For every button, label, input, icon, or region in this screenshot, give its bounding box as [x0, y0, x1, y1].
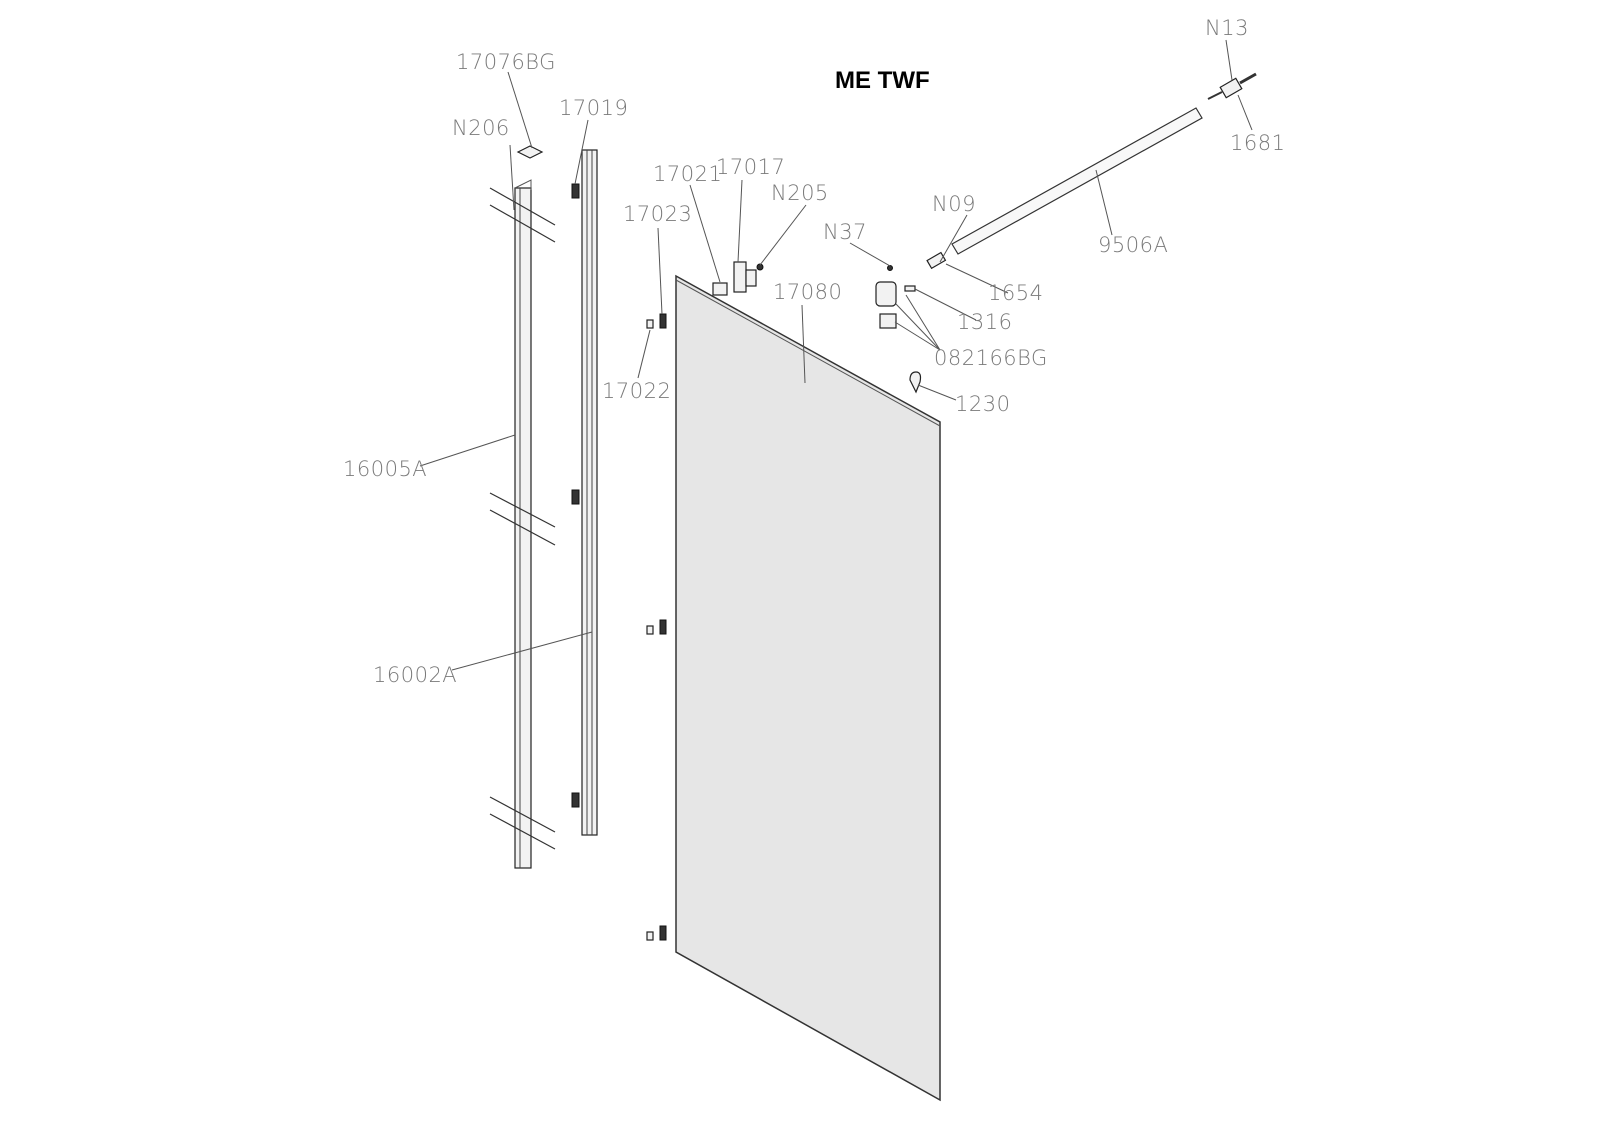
- label-N37: N37: [823, 220, 867, 244]
- support-rod-9506A: [926, 72, 1257, 270]
- glass-clamps: [646, 313, 667, 941]
- label-1230: 1230: [955, 392, 1010, 416]
- label-N205: N205: [771, 181, 829, 205]
- label-17023: 17023: [623, 202, 692, 226]
- label-1654: 1654: [988, 281, 1043, 305]
- end-cap-17076BG: [516, 145, 544, 159]
- label-17017: 17017: [716, 155, 785, 179]
- glass-panel-17080: [675, 274, 941, 1102]
- label-N09: N09: [932, 192, 976, 216]
- label-1681: 1681: [1230, 131, 1285, 155]
- label-16005A: 16005A: [343, 457, 427, 481]
- label-17076BG: 17076BG: [456, 50, 556, 74]
- label-17021: 17021: [653, 162, 722, 186]
- label-082166BG: 082166BG: [934, 346, 1048, 370]
- label-17022: 17022: [602, 379, 671, 403]
- diagram-title: ME TWF: [835, 67, 930, 94]
- wall-bracket-17017: [712, 261, 764, 296]
- wall-profile-16005A: [514, 179, 532, 869]
- label-N206: N206: [452, 116, 510, 140]
- rod-connector-082166BG: [875, 265, 922, 394]
- label-17019: 17019: [559, 96, 628, 120]
- label-9506A: 9506A: [1098, 233, 1168, 257]
- label-1316: 1316: [957, 310, 1012, 334]
- wall-anchors: [489, 187, 556, 850]
- wall-profile-16002A: [571, 149, 598, 836]
- label-16002A: 16002A: [373, 663, 457, 687]
- label-17080: 17080: [773, 280, 842, 304]
- label-N13: N13: [1205, 16, 1249, 40]
- leader-lines: [419, 39, 1253, 671]
